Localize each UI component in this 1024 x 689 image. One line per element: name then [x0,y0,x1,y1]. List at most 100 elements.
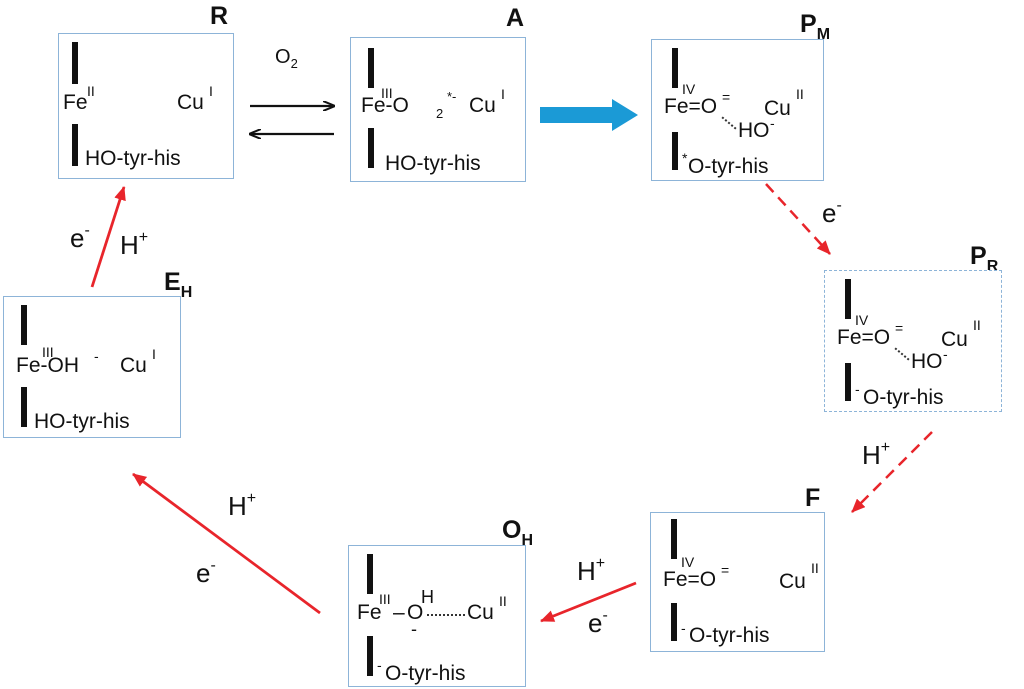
cu-ox-pm: II [796,86,804,102]
label-pm-pr: e- [822,197,842,228]
ho-pr: HO [911,350,943,373]
state-label-oh: OH [502,516,534,549]
ho-charge-pm: - [770,115,775,131]
fe-f: Fe=O [663,568,717,591]
o-oh: O [407,601,424,624]
state-box-pm: Fe=O IV = Cu II HO - * O-tyr-his [651,39,824,181]
state-label-eh: EH [164,268,193,301]
state-label-pm: PM [800,10,831,43]
tyr-f: O-tyr-his [689,624,770,647]
fe-oh: Fe [357,601,382,624]
tyr-pm: O-tyr-his [688,155,769,178]
tyr-radical-pm: * [682,150,688,166]
arrow-pm-to-pr [765,183,831,255]
heme-bar-top [367,554,373,594]
state-box-a: Fe-O III 2 *- Cu I HO-tyr-his [350,37,526,182]
fe-r: Fe [63,91,88,114]
tyr-eh: HO-tyr-his [34,410,130,433]
tyr-r: HO-tyr-his [85,147,181,170]
cu-pr: Cu [941,328,968,351]
state-label-a: A [506,4,525,32]
cu-pm: Cu [764,97,791,120]
cu-oh: Cu [467,601,494,624]
cu-a: Cu [469,94,496,117]
label-oh-eh-h: H+ [228,490,257,521]
o2-label: O2 [275,46,298,71]
o-charge-oh: - [411,619,417,639]
o-charge-pm: = [722,89,731,105]
heme-bar-bottom [671,603,677,641]
cu-eh: Cu [120,354,147,377]
state-label-f: F [805,484,821,512]
o2-sub-a: 2 [436,106,444,121]
tyr-charge-pr: - [855,381,860,397]
tyr-charge-oh: - [377,657,382,673]
fe-o-bond: – [393,601,405,624]
heme-bar-bottom [72,124,78,166]
state-label-pr: PR [970,242,999,275]
heme-bar-bottom [845,363,851,401]
state-box-pr: Fe=O IV = Cu II HO - - O-tyr-his [824,270,1002,412]
state-box-oh: Fe III – O H - Cu II - O-tyr-his [348,545,526,687]
arrow-oh-to-eh [132,472,321,615]
fe-ox-eh: III [42,344,54,360]
label-eh-r-h: H+ [120,229,149,260]
fe-ox-oh: III [379,591,391,607]
state-label-r: R [210,2,229,30]
arrow-f-to-oh [540,581,637,623]
label-oh-eh-e: e- [196,557,216,588]
fe-ox-f: IV [681,554,695,570]
fe-ox-pr: IV [855,312,869,328]
heme-bar-top [72,42,78,84]
fe-ox-a: III [381,85,393,101]
h-oh: H [421,587,434,607]
fe-a: Fe-O [361,94,409,117]
heme-bar-bottom [21,387,27,427]
state-box-r: Fe II Cu I HO-tyr-his [58,33,234,179]
state-box-eh: Fe-OH III - Cu I HO-tyr-his [3,296,181,438]
heme-bar-bottom [368,128,374,168]
heme-bar-top [845,279,851,319]
tyr-pr: O-tyr-his [863,386,944,409]
heme-bar-top [671,519,677,559]
h-bond-pm [721,116,737,130]
cu-ox-r: I [209,83,213,99]
fe-pm: Fe=O [664,95,718,118]
label-eh-r-e: e- [70,222,90,253]
h-bond-pr [894,347,910,361]
heme-bar-bottom [672,132,678,170]
arrow-a-to-pm [540,99,638,131]
o-charge-f: = [721,562,730,578]
cu-ox-f: II [811,560,819,576]
fe-ox-r: II [87,83,95,99]
o2-charge-a: *- [447,89,457,104]
heme-bar-top [672,48,678,88]
ho-charge-pr: - [943,346,948,362]
ho-pm: HO [738,119,770,142]
tyr-a: HO-tyr-his [385,152,481,175]
cu-ox-oh: II [499,593,507,609]
cu-f: Cu [779,570,806,593]
heme-bar-top [368,48,374,88]
cu-ox-eh: I [152,346,156,362]
fe-eh: Fe-OH [16,354,79,377]
o-cu-bond-oh [427,614,465,616]
state-box-f: Fe=O IV = Cu II - O-tyr-his [650,512,825,652]
label-f-oh-h: H+ [577,555,606,586]
fe-pr: Fe=O [837,326,891,349]
label-pr-f: H+ [862,439,891,470]
arrow-eh-to-r [90,186,126,288]
o-charge-pr: = [895,320,904,336]
cu-ox-a: I [501,86,505,102]
arrow-pr-to-f [851,431,933,513]
cu-r: Cu [177,91,204,114]
tyr-oh: O-tyr-his [385,662,466,685]
heme-bar-top [21,305,27,345]
tyr-charge-f: - [681,620,686,636]
oh-charge-eh: - [94,348,99,364]
fe-ox-pm: IV [682,81,696,97]
heme-bar-bottom [367,636,373,676]
label-f-oh-e: e- [588,607,608,638]
cu-ox-pr: II [973,317,981,333]
